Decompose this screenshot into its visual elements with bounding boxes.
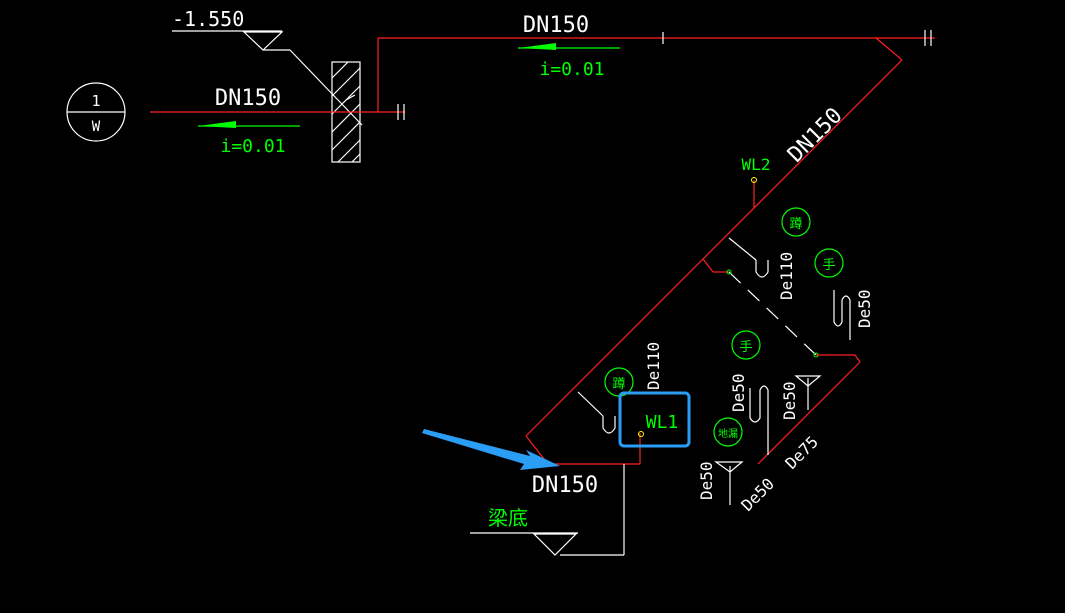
elevation-triangle-icon (242, 31, 284, 51)
bottom-pipe-size-label: DN150 (532, 473, 598, 498)
fixture-floor-drain[interactable]: 地漏 (713, 417, 743, 447)
section-symbol[interactable]: 1 W (66, 82, 126, 142)
left-slope-arrow (198, 121, 300, 128)
section-letter: W (92, 119, 101, 135)
elevation-triangle-icon (532, 533, 578, 556)
elevation-marker: -1.550 (172, 7, 363, 126)
slope-arrow-icon (518, 43, 556, 50)
branch-size-de50-right: De50 (855, 289, 874, 328)
top-horizontal-pipe[interactable] (377, 30, 935, 112)
hand-wash-trap-upper (833, 290, 851, 340)
riser-wl1[interactable]: WL1 (638, 412, 679, 437)
branch-size-de50-bottom: De50 (737, 474, 778, 515)
branch-size-de110-upper: De110 (777, 252, 796, 300)
fixture-hand-upper[interactable]: 手 (814, 248, 844, 278)
left-horizontal-pipe[interactable] (150, 104, 405, 120)
top-slope-arrow (518, 43, 620, 50)
diagonal-pipe-size-label: DN150 (783, 103, 848, 168)
upper-branch[interactable] (702, 237, 861, 465)
top-slope-label: i=0.01 (539, 59, 604, 80)
branch-size-de75: De75 (781, 432, 822, 473)
fixture-hand-lower[interactable]: 手 (731, 330, 761, 360)
branch-size-de50-mid-a: De50 (729, 373, 748, 412)
wall-hatch (331, 61, 361, 163)
fixture-toilet-upper[interactable]: 蹲 (781, 207, 811, 237)
section-number: 1 (91, 92, 100, 110)
left-slope-label: i=0.01 (220, 136, 285, 157)
bottom-floor-drain-trap (714, 461, 744, 505)
branch-size-de50-bottom-left: De50 (697, 461, 716, 500)
mid-floor-drain-trap (794, 375, 822, 410)
fixture-toilet-upper-label: 蹲 (789, 217, 802, 232)
mid-hand-wash-trap (749, 385, 769, 455)
beam-bottom-marker: 梁底 (470, 506, 578, 556)
branch-size-de50-mid-b: De50 (780, 381, 799, 420)
elevation-label: -1.550 (172, 7, 244, 31)
fixture-hand-upper-label: 手 (822, 258, 835, 273)
wl1-highlight-box (618, 391, 691, 448)
fixture-floor-drain-label: 地漏 (718, 427, 738, 440)
riser-wl2-label: WL2 (742, 155, 771, 174)
slope-arrow-icon (198, 121, 236, 128)
riser-wl2[interactable]: WL2 (742, 155, 771, 208)
left-pipe-size-label: DN150 (215, 86, 281, 111)
main-diagonal-pipe[interactable] (525, 37, 903, 465)
top-pipe-size-label: DN150 (523, 13, 589, 38)
fixture-hand-lower-label: 手 (739, 340, 752, 355)
branch-size-de110-lower: De110 (644, 342, 663, 390)
beam-bottom-label: 梁底 (488, 506, 528, 530)
fixture-toilet-lower-label: 蹲 (612, 377, 625, 392)
lower-toilet-trap (577, 391, 616, 434)
riser-wl1-label: WL1 (646, 412, 679, 433)
annotation-arrow-icon (422, 429, 560, 470)
